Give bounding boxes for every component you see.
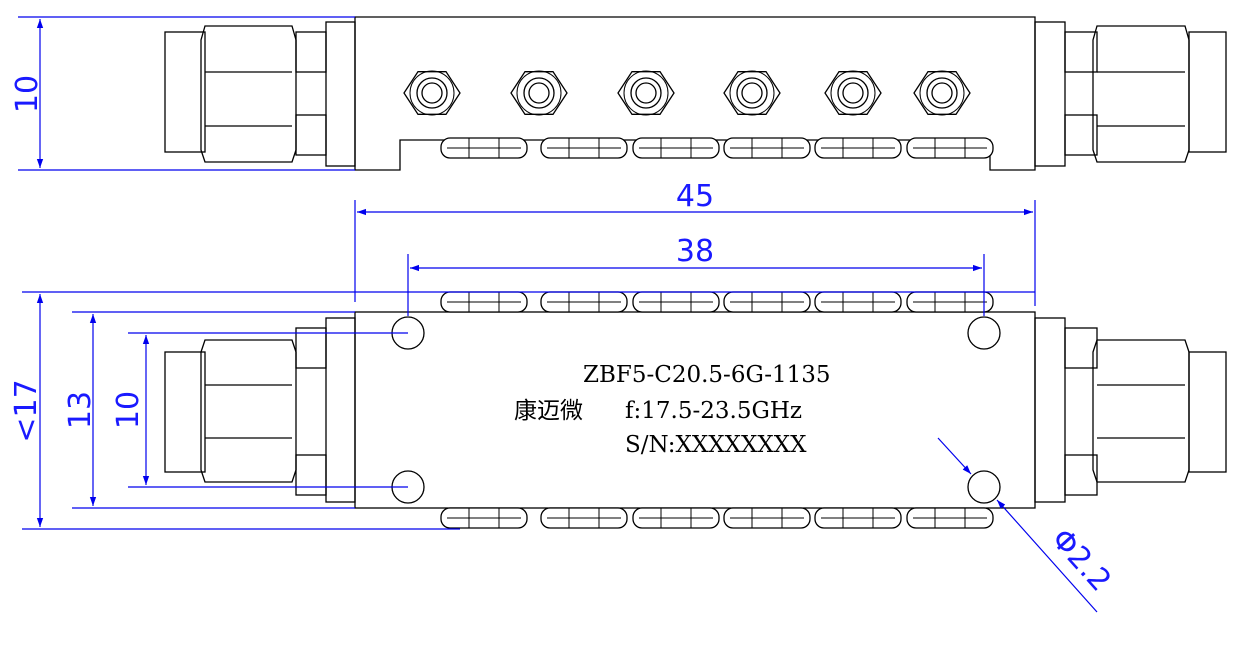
tuning-screw-head: [906, 507, 994, 529]
plan-right-connector-hex: [1092, 339, 1190, 483]
left-flange-tab-top: [295, 31, 327, 73]
dim-length-45: 45: [354, 179, 1036, 306]
plan-right-connector-sleeve: [1188, 351, 1227, 473]
dim-connector-10: 10: [111, 332, 408, 488]
dim-hole-pitch-38: 38: [407, 234, 985, 316]
tuning-screw-head: [814, 507, 902, 529]
left-connector-sleeve: [164, 31, 206, 153]
tuning-screw-head: [540, 507, 628, 529]
right-flange: [1034, 21, 1066, 167]
left-flange: [325, 21, 356, 167]
tuning-screw-head: [723, 137, 811, 159]
tuning-nuts-top: [403, 70, 971, 116]
left-connector-hex: [200, 25, 297, 163]
dim-connector-10-text: 10: [111, 391, 146, 429]
mounting-hole-tr: [967, 316, 1001, 350]
dim-hole-diameter-text: Φ2.2: [1044, 522, 1118, 598]
tuning-screw-head: [632, 137, 720, 159]
right-flange-tab-top: [1064, 31, 1098, 73]
plan-left-connector-hex: [200, 339, 297, 483]
tuning-screws-side: [440, 137, 994, 159]
tuning-nut: [617, 70, 675, 116]
mounting-hole-br: [967, 470, 1001, 504]
side-view: [164, 16, 1227, 171]
left-flange-tab-bottom: [295, 114, 327, 156]
dim-top-height: 10: [10, 16, 355, 171]
tuning-screw-head: [440, 507, 528, 529]
tuning-screw-head: [632, 507, 720, 529]
tuning-screw-head: [723, 507, 811, 529]
dim-hole-pitch-13-text: 13: [63, 391, 98, 429]
tuning-screws-plan-bottom: [440, 507, 994, 529]
dim-length-45-text: 45: [676, 179, 714, 214]
tuning-nut: [510, 70, 568, 116]
brand-name: 康迈微: [514, 398, 583, 424]
dim-hole-pitch-38-text: 38: [676, 234, 714, 269]
tuning-screw-head: [906, 291, 994, 313]
tuning-nut: [913, 70, 971, 116]
dim-width-17: <17: [9, 291, 1035, 530]
tuning-screw-head: [906, 137, 994, 159]
plan-left-connector-sleeve: [164, 351, 206, 473]
tuning-nut: [403, 70, 461, 116]
right-connector-hex: [1092, 25, 1190, 163]
dim-width-17-text: <17: [9, 379, 44, 442]
tuning-screw-head: [440, 291, 528, 313]
tuning-nut: [824, 70, 882, 116]
frequency-range: f:17.5-23.5GHz: [625, 398, 802, 424]
tuning-screw-head: [632, 291, 720, 313]
tuning-screw-head: [814, 291, 902, 313]
dim-hole-pitch-13: 13: [63, 311, 355, 509]
right-connector-sleeve: [1188, 31, 1227, 153]
plan-right-flange: [1034, 317, 1066, 503]
dim-top-height-text: 10: [10, 75, 45, 113]
tuning-nut: [723, 70, 781, 116]
tuning-screw-head: [540, 137, 628, 159]
serial-number: S/N:XXXXXXXX: [625, 432, 807, 458]
tuning-screw-head: [723, 291, 811, 313]
plan-left-flange: [325, 317, 356, 503]
tuning-screw-head: [814, 137, 902, 159]
model-number: ZBF5-C20.5-6G-1135: [583, 362, 831, 388]
tuning-screw-head: [440, 137, 528, 159]
tuning-screw-head: [540, 291, 628, 313]
plan-view: ZBF5-C20.5-6G-1135 康迈微 f:17.5-23.5GHz S/…: [164, 291, 1227, 529]
tuning-screws-plan-top: [440, 291, 994, 313]
right-flange-tab-bottom: [1064, 114, 1098, 156]
